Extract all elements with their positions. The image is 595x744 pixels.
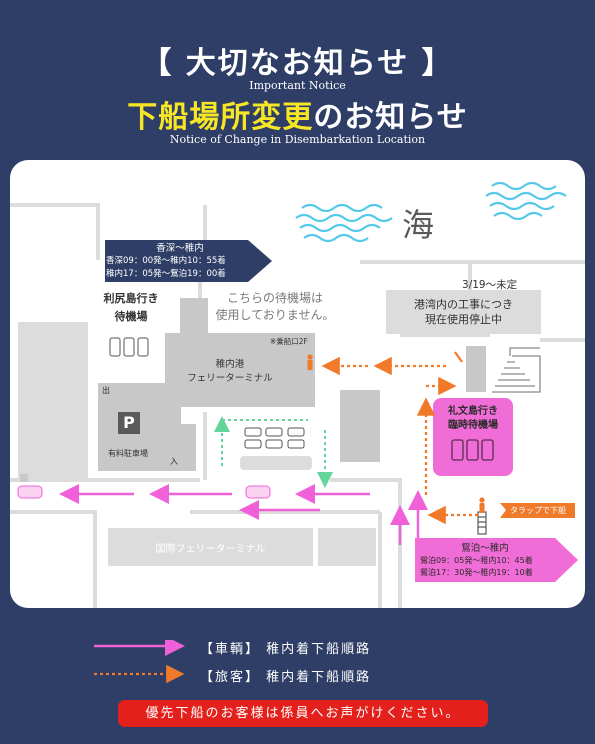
gangway-label: タラップで下船: [510, 506, 566, 515]
page-title-en: Important Notice: [249, 79, 346, 92]
gangway-icon: [477, 511, 487, 535]
rebun-cars-icon: [451, 439, 494, 461]
parking-entrance-label: 入: [170, 457, 178, 466]
legend-vehicle-label: 【車輌】 稚内着下船順路: [200, 642, 372, 657]
construction-box: [386, 290, 541, 334]
parked-cars-icon: [109, 337, 305, 449]
banner-kafuka-title: 香深～稚内: [156, 243, 204, 254]
priority-notice-banner: 優先下船のお客様は係員へお声がけください。: [118, 700, 488, 727]
not-in-use-label: こちらの待機場は 使用しておりません。: [215, 291, 335, 322]
rebun-waiting-label: 礼文島行き 臨時待機場: [448, 406, 498, 431]
passenger-route: [321, 356, 478, 525]
terminal-label: 稚内港 フェリーターミナル: [187, 359, 273, 384]
stairs-icon: [492, 347, 541, 393]
banner-oshidomari-title: 鴛泊～稚内: [461, 543, 509, 554]
pier-block: [466, 346, 486, 392]
building-mid: [340, 390, 380, 462]
tiny-arrow-icon: [454, 351, 463, 363]
vehicle-route: [59, 484, 428, 558]
left-edge-marker: [20, 474, 28, 482]
terminal-tower: [180, 298, 208, 336]
road-island: [240, 456, 312, 470]
construction-notice: 港湾内の工事につき 現在使用停止中: [414, 298, 513, 326]
parking-annex: [178, 424, 196, 471]
banner-kafuka-line2: 稚内17：05発～鴛泊19：00着: [106, 269, 226, 279]
intl-terminal-building: [108, 528, 313, 566]
rishiri-waiting-label: 利尻島行き 待機場: [103, 292, 159, 323]
sea-label: 海: [402, 206, 435, 244]
parking-exit-label: 出: [102, 386, 110, 395]
vehicle-icons: [17, 485, 271, 499]
banner-oshidomari-line1: 鴛泊09：05発～稚内10：45着: [420, 556, 533, 565]
subtitle-highlight: 下船場所変更: [127, 100, 314, 135]
terminal-building: [165, 333, 315, 407]
page-subtitle-en: Notice of Change in Disembarkation Locat…: [169, 133, 426, 146]
banner-oshidomari: [415, 538, 578, 582]
legend-passenger-label: 【旅客】 稚内着下船順路: [200, 670, 372, 685]
person-icon-gangway: [479, 497, 485, 513]
person-icon: [307, 354, 313, 370]
boarding-note: ※乗船口2F: [270, 337, 308, 346]
parking-label: 有料駐車場: [108, 449, 148, 458]
page-title: 【 大切なお知らせ 】: [141, 46, 454, 81]
page-subtitle: 下船場所変更のお知らせ: [0, 92, 595, 136]
intl-terminal-label: 国際フェリーターミナル: [155, 544, 266, 555]
banner-kafuka-line1: 香深09：00発～稚内10：55着: [106, 256, 226, 266]
parking-icon: P: [118, 412, 140, 434]
block-left: [18, 322, 88, 482]
subtitle-rest: のお知らせ: [313, 100, 468, 135]
banner-oshidomari-line2: 鴛泊17：30発～稚内19：10着: [420, 568, 533, 577]
legend-lines: [94, 640, 185, 684]
intl-terminal-annex: [318, 528, 376, 566]
gangway-tag: [500, 503, 575, 518]
construction-date: 3/19～未定: [462, 279, 518, 291]
green-route: [214, 416, 333, 488]
banner-kafuka: [105, 240, 272, 282]
sea-waves: [295, 181, 567, 243]
